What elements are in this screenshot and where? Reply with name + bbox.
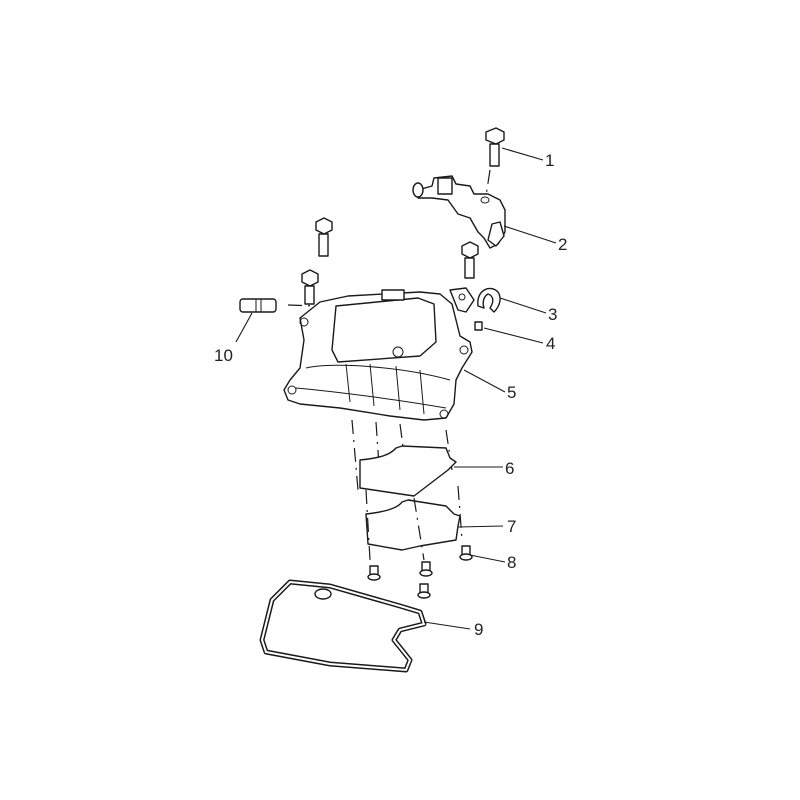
clamp-3-icon <box>449 287 501 313</box>
bolt-icon <box>461 241 479 279</box>
callout-10: 10 <box>214 346 233 365</box>
bolt-left-lower-icon <box>301 269 319 305</box>
screw-8-icon <box>367 545 473 599</box>
callout-5: 5 <box>507 383 517 402</box>
callout-6: 6 <box>505 459 515 478</box>
baffle-6-icon <box>359 445 457 497</box>
baffle-7-icon <box>365 499 461 551</box>
callout-3: 3 <box>548 305 558 324</box>
nut-4-icon <box>474 321 483 331</box>
bracket-2-icon <box>412 175 506 249</box>
callout-8: 8 <box>507 553 517 572</box>
gasket-9-icon <box>259 579 427 673</box>
callout-9: 9 <box>474 620 484 639</box>
callout-7: 7 <box>507 517 517 536</box>
head-cover-5-icon <box>283 289 473 421</box>
spacer-10-icon <box>239 298 319 313</box>
bolt-left-upper-icon <box>315 217 333 257</box>
leader-lines <box>235 147 557 630</box>
callout-2: 2 <box>558 235 568 254</box>
bolt-1-icon <box>485 127 505 197</box>
callout-4: 4 <box>546 334 556 353</box>
callout-1: 1 <box>545 151 555 170</box>
